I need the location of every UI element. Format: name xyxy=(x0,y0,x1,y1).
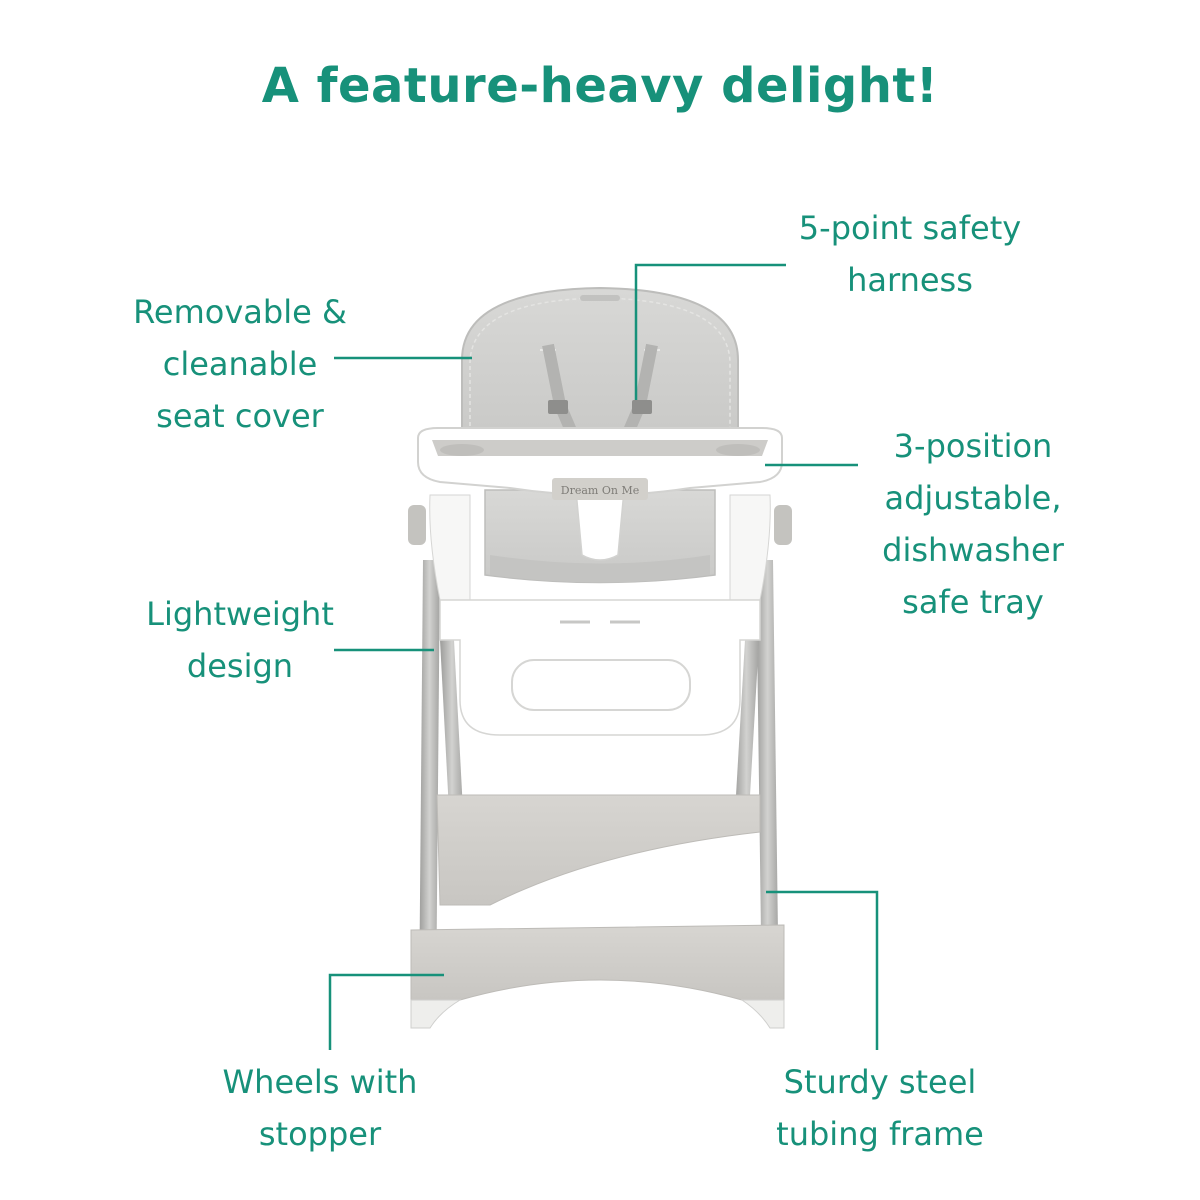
callout-lightweight: Lightweight design xyxy=(110,588,370,692)
callout-wheels: Wheels with stopper xyxy=(190,1056,450,1160)
callout-frame-line1: Sturdy steel xyxy=(783,1063,977,1101)
callout-lightweight-line1: Lightweight xyxy=(146,595,334,633)
seat-frame xyxy=(408,494,792,601)
callout-tray-line1: 3-position xyxy=(893,427,1053,465)
footrest-bar xyxy=(436,794,761,906)
base-stand xyxy=(410,924,785,1029)
callout-lines xyxy=(328,263,879,1050)
tray-brand-logo: Dream On Me xyxy=(561,484,639,497)
seat-cover xyxy=(461,286,739,441)
callout-lightweight-line2: design xyxy=(186,647,294,685)
callout-frame-line2: tubing frame xyxy=(776,1115,984,1153)
callout-tray: 3-position adjustable, dishwasher safe t… xyxy=(838,420,1108,628)
callout-frame: Sturdy steel tubing frame xyxy=(735,1056,1025,1160)
harness-callout-line xyxy=(634,263,786,400)
callout-wheels-line1: Wheels with xyxy=(222,1063,418,1101)
callout-seat-cover: Removable & cleanable seat cover xyxy=(100,286,380,442)
wheels-callout-line xyxy=(328,973,444,1050)
frame-callout-line xyxy=(766,890,879,1050)
feeding-tray: Dream On Me xyxy=(417,427,783,500)
callout-wheels-line2: stopper xyxy=(258,1115,382,1153)
callout-tray-line4: safe tray xyxy=(902,583,1044,621)
callout-seat-cover-line1: Removable & xyxy=(133,293,347,331)
page-title: A feature-heavy delight! xyxy=(261,58,939,114)
callout-harness-line1: 5-point safety xyxy=(798,209,1022,247)
callout-harness: 5-point safety harness xyxy=(760,202,1060,306)
footrest-frame xyxy=(439,599,761,736)
callout-harness-line2: harness xyxy=(847,261,973,299)
callout-seat-cover-line3: seat cover xyxy=(156,397,324,435)
callout-seat-cover-line2: cleanable xyxy=(162,345,318,383)
chair-legs xyxy=(419,560,779,1010)
callout-tray-line3: dishwasher xyxy=(882,531,1064,569)
callout-tray-line2: adjustable, xyxy=(884,479,1062,517)
